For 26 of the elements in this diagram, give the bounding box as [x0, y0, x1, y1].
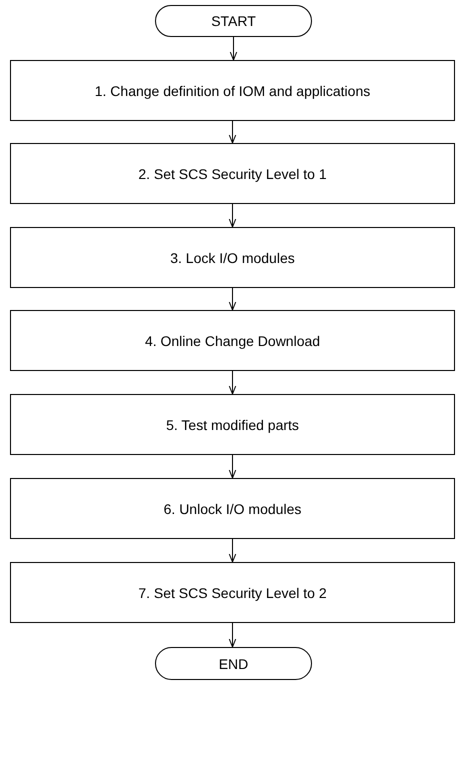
arrow [228, 370, 236, 394]
step-text: 1. Change definition of IOM and applications [94, 82, 370, 98]
step-text: 2. Set SCS Security Level to 1 [138, 166, 327, 182]
process-box [10, 143, 455, 204]
process-box [10, 60, 455, 121]
arrow [228, 622, 236, 648]
process-box [10, 394, 455, 455]
arrow [228, 454, 236, 478]
terminal-capsule [155, 647, 312, 680]
arrow [230, 36, 238, 60]
process-box [10, 310, 455, 371]
step-text: START [211, 13, 256, 29]
process-box [10, 478, 455, 539]
process-box [10, 562, 455, 623]
step-text: 5. Test modified parts [166, 416, 299, 432]
arrow [228, 204, 236, 228]
arrow [228, 538, 236, 562]
terminal-capsule [155, 5, 312, 37]
step-text: 6. Unlock I/O modules [164, 500, 302, 516]
arrow [228, 288, 236, 310]
step-text: 7. Set SCS Security Level to 2 [138, 584, 327, 600]
step-text: END [218, 656, 248, 672]
arrow [228, 120, 236, 144]
step-text: 3. Lock I/O modules [170, 250, 295, 266]
process-box [10, 227, 455, 288]
step-text: 4. Online Change Download [144, 332, 320, 348]
